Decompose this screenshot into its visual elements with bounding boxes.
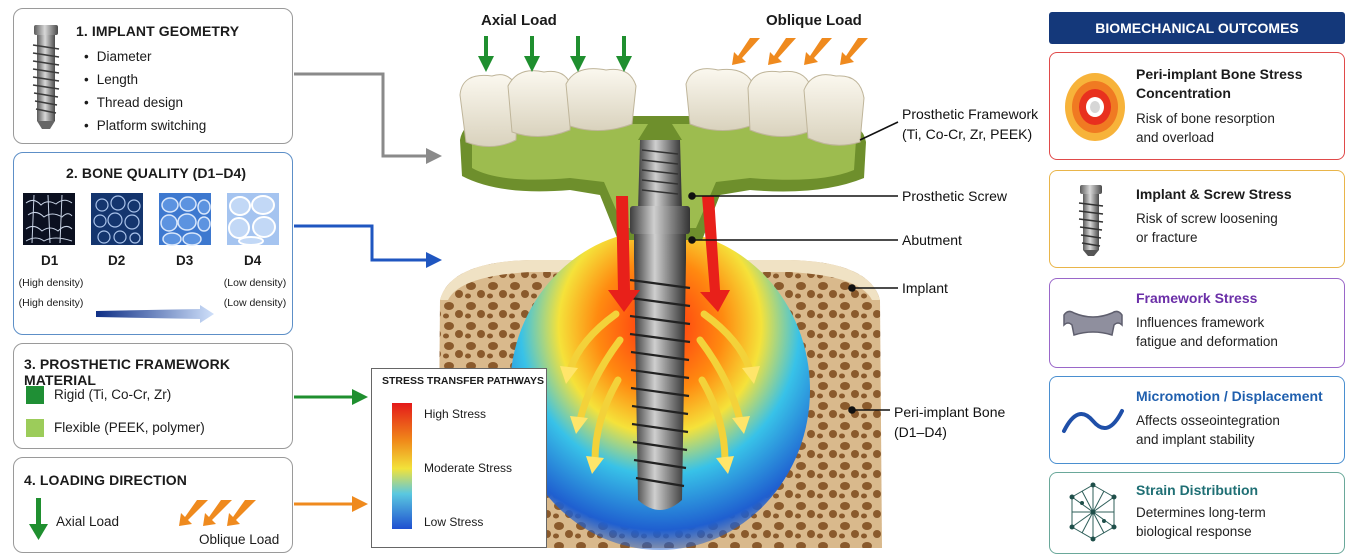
callout-framework-line2: (Ti, Co-Cr, Zr, PEEK) [902,124,1038,144]
legend-high: High Stress [424,407,486,421]
outcome-desc-line: Determines long-term [1136,503,1266,522]
outcome-desc-line: biological response [1136,522,1266,541]
outcome-title-line: Micromotion / Displacement [1136,387,1323,406]
outcome-framework: Framework Stress Influences framework fa… [1049,278,1345,368]
outcome-desc: Affects osseointegration and implant sta… [1136,411,1280,449]
legend-moderate: Moderate Stress [424,461,512,475]
outcomes-header: BIOMECHANICAL OUTCOMES [1049,12,1345,44]
implant-screw-icon [1076,183,1106,257]
outcome-desc-line: and implant stability [1136,430,1280,449]
stress-target-icon [1064,71,1126,143]
outcome-title-line: Framework Stress [1136,289,1257,308]
outcome-title: Micromotion / Displacement [1136,387,1323,406]
outcome-bone-stress: Peri-implant Bone Stress Concentration R… [1049,52,1345,160]
bone-connector-arrow [294,226,428,260]
axial-load-arrows [478,36,632,72]
axial-load-title: Axial Load [481,12,557,29]
outcome-desc: Influences framework fatigue and deforma… [1136,313,1278,351]
outcome-desc-line: Risk of screw loosening [1136,209,1278,228]
outcome-desc-line: Affects osseointegration [1136,411,1280,430]
outcome-title: Implant & Screw Stress [1136,185,1292,204]
network-icon [1066,481,1120,543]
outcome-micromotion: Micromotion / Displacement Affects osseo… [1049,376,1345,464]
outcome-desc-line: and overload [1136,128,1275,147]
callout-bone: Peri-implant Bone (D1–D4) [894,402,1005,442]
stress-legend: STRESS TRANSFER PATHWAYS High Stress Mod… [371,368,547,548]
oblique-load-title: Oblique Load [766,12,862,29]
outcome-desc: Risk of bone resorption and overload [1136,109,1275,147]
callout-framework-line1: Prosthetic Framework [902,104,1038,124]
geometry-connector-arrow [294,74,428,156]
outcome-title: Strain Distribution [1136,481,1258,500]
callout-bone-line2: (D1–D4) [894,422,1005,442]
wave-icon [1060,401,1126,441]
callout-abutment: Abutment [902,230,962,250]
framework-bar-icon [1060,305,1126,345]
callout-implant: Implant [902,278,948,298]
outcome-strain: Strain Distribution Determines long-term… [1049,472,1345,554]
outcome-desc: Determines long-term biological response [1136,503,1266,541]
outcome-desc-line: fatigue and deformation [1136,332,1278,351]
outcome-title-line: Peri-implant Bone Stress [1136,65,1303,84]
legend-low: Low Stress [424,515,483,529]
outcome-desc-line: Risk of bone resorption [1136,109,1275,128]
callout-bone-line1: Peri-implant Bone [894,402,1005,422]
legend-color-bar [392,403,412,529]
callout-screw: Prosthetic Screw [902,186,1007,206]
legend-title: STRESS TRANSFER PATHWAYS [382,375,544,387]
callout-framework: Prosthetic Framework (Ti, Co-Cr, Zr, PEE… [902,104,1038,144]
outcome-title-line: Strain Distribution [1136,481,1258,500]
outcome-title-line: Implant & Screw Stress [1136,185,1292,204]
outcome-title: Peri-implant Bone Stress Concentration [1136,65,1303,103]
outcome-title: Framework Stress [1136,289,1257,308]
outcome-desc: Risk of screw loosening or fracture [1136,209,1278,247]
outcome-desc-line: or fracture [1136,228,1278,247]
outcome-implant-screw: Implant & Screw Stress Risk of screw loo… [1049,170,1345,268]
outcome-desc-line: Influences framework [1136,313,1278,332]
outcomes-header-text: BIOMECHANICAL OUTCOMES [1095,20,1299,36]
implant-body [630,258,690,510]
outcome-title-line: Concentration [1136,84,1303,103]
oblique-load-arrows [732,38,868,65]
